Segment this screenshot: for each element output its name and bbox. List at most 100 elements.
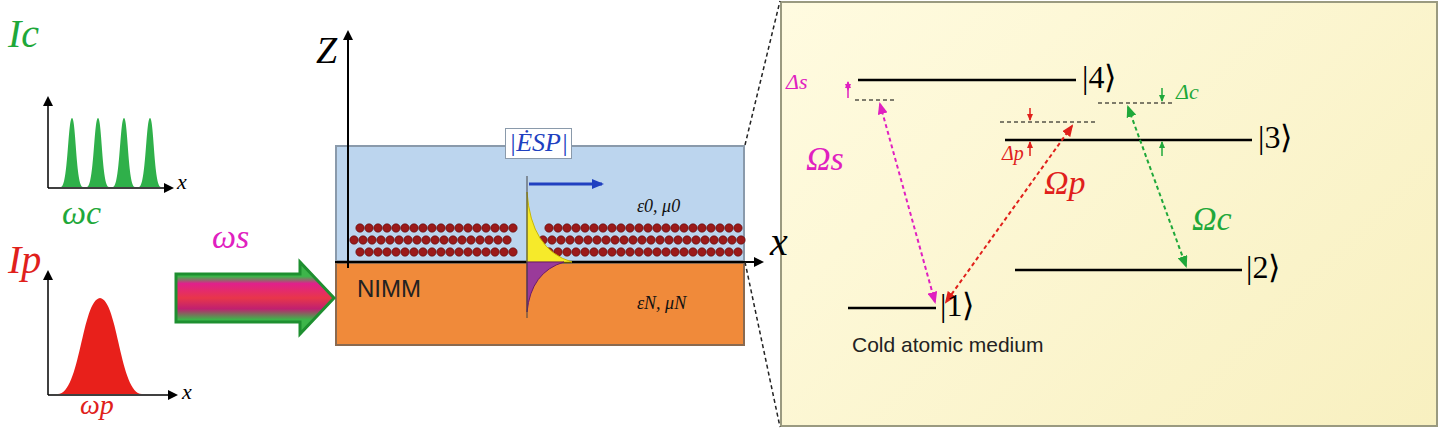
atom: [395, 236, 403, 244]
axis-label: x: [182, 380, 192, 404]
state-label: |2⟩: [1246, 250, 1280, 285]
profile-axis: [527, 176, 528, 318]
frequency-label: ωs: [212, 218, 249, 255]
axis-label: Z: [316, 30, 337, 72]
z-axis: [347, 32, 349, 268]
region-label: NIMM: [357, 276, 421, 302]
atom: [473, 224, 481, 232]
control-pulse: [139, 118, 161, 187]
atom: [617, 224, 625, 232]
atom: [464, 224, 472, 232]
virtual-levels: [855, 100, 1172, 122]
atom: [734, 248, 742, 256]
zoom-line: [745, 262, 780, 427]
detuning-label: Δc: [1176, 80, 1199, 104]
atom: [446, 248, 454, 256]
atom: [554, 224, 562, 232]
atom: [410, 224, 418, 232]
atom: [374, 224, 382, 232]
atom: [377, 236, 385, 244]
atom: [662, 248, 670, 256]
atom: [410, 248, 418, 256]
state-label: |1⟩: [940, 288, 974, 323]
atom: [728, 236, 736, 244]
atom: [500, 224, 508, 232]
atom: [494, 236, 502, 244]
atom: [359, 236, 367, 244]
control-pulse: [87, 118, 109, 187]
atom: [608, 224, 616, 232]
atom: [485, 236, 493, 244]
state-label: |4⟩: [1082, 60, 1116, 95]
region-label: Cold atomic medium: [852, 333, 1043, 356]
atom: [737, 236, 745, 244]
atom: [431, 236, 439, 244]
atom: [458, 236, 466, 244]
atom: [545, 224, 553, 232]
atom: [593, 236, 601, 244]
detuning-arrow: [1161, 88, 1163, 101]
atom: [674, 236, 682, 244]
atom: [572, 224, 580, 232]
atom: [383, 224, 391, 232]
atom: [638, 236, 646, 244]
atom: [644, 248, 652, 256]
frequency-label: ωp: [80, 390, 114, 421]
atom: [563, 248, 571, 256]
atom: [629, 236, 637, 244]
atom: [449, 236, 457, 244]
atom: [455, 224, 463, 232]
atom: [392, 224, 400, 232]
atom: [710, 236, 718, 244]
atom: [698, 248, 706, 256]
atom: [548, 236, 556, 244]
region-label: ε0, μ0: [637, 197, 680, 217]
detuning-arrow: [1029, 108, 1031, 120]
atom: [437, 248, 445, 256]
atom: [572, 248, 580, 256]
atom: [707, 224, 715, 232]
atom: [575, 236, 583, 244]
atom: [671, 248, 679, 256]
atom: [611, 236, 619, 244]
atom: [599, 248, 607, 256]
detuning-label: Δp: [1002, 142, 1024, 164]
atom: [671, 224, 679, 232]
atom: [401, 224, 409, 232]
atom: [413, 236, 421, 244]
atom: [350, 236, 358, 244]
atom: [401, 248, 409, 256]
atom: [365, 224, 373, 232]
atom: [368, 236, 376, 244]
atom: [581, 248, 589, 256]
atom: [707, 248, 715, 256]
region-label: εN, μN: [637, 294, 686, 314]
atom: [620, 236, 628, 244]
atom: [365, 248, 373, 256]
atom: [428, 224, 436, 232]
detuning-label: Δs: [786, 70, 807, 94]
atom: [491, 248, 499, 256]
atom: [698, 224, 706, 232]
atom: [635, 224, 643, 232]
transition-arrow: [880, 104, 935, 302]
atom: [419, 248, 427, 256]
rabi-label: Ωp: [1044, 164, 1086, 201]
atom: [716, 248, 724, 256]
atom: [392, 248, 400, 256]
intensity-label: Ic: [8, 12, 39, 56]
field-profile-top: [527, 192, 572, 262]
atom: [653, 224, 661, 232]
atom: [437, 224, 445, 232]
state-label: |3⟩: [1258, 120, 1292, 155]
atom: [590, 248, 598, 256]
atom: [647, 236, 655, 244]
detuning-arrow: [847, 90, 849, 98]
atom: [635, 248, 643, 256]
atom: [680, 224, 688, 232]
atom: [509, 248, 517, 256]
energy-levels: [848, 80, 1252, 308]
atom: [692, 236, 700, 244]
atom: [404, 236, 412, 244]
